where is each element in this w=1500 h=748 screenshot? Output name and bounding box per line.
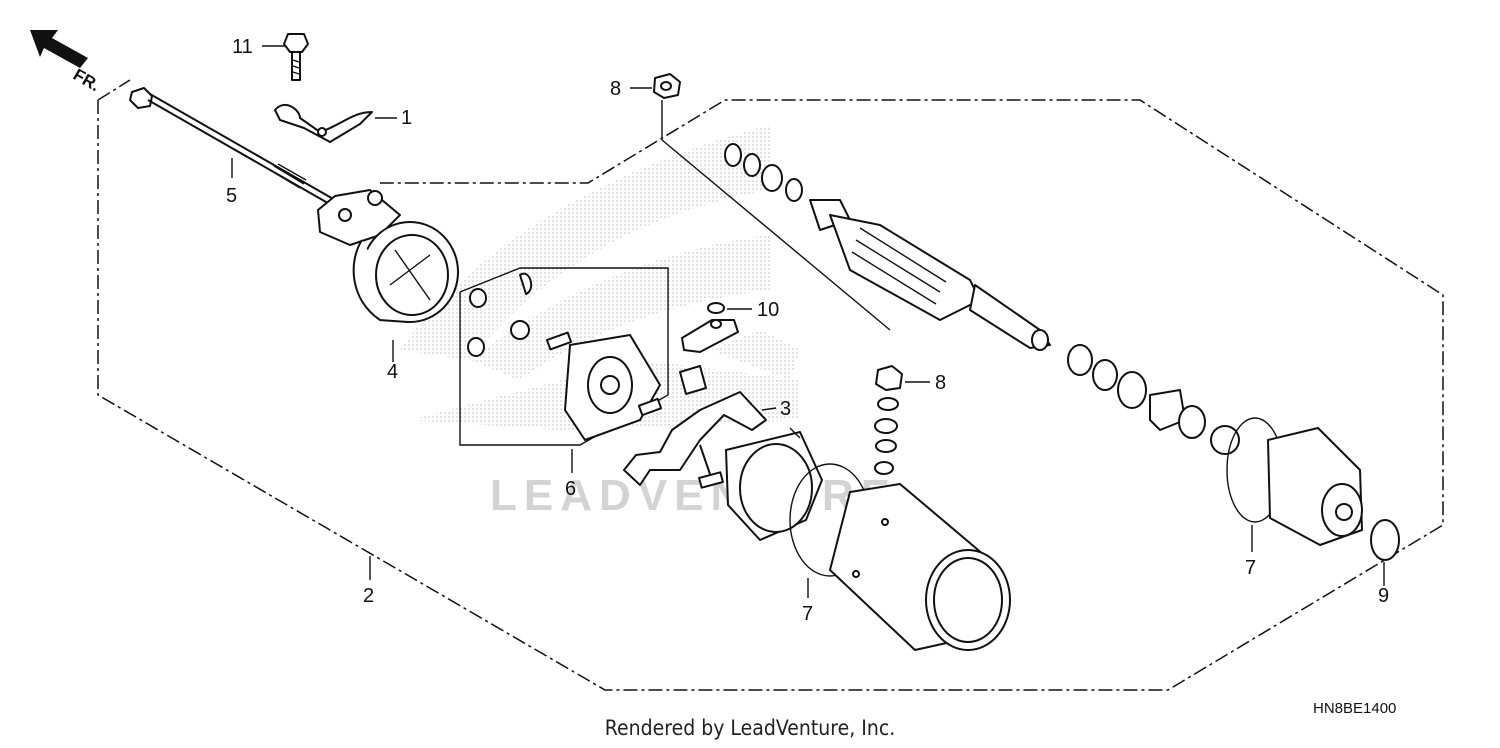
callout-6: 6 [565,478,576,500]
callout-11: 11 [232,36,253,58]
diagram-code: HN8BE1400 [1313,700,1397,717]
brush-holder-6 [459,267,669,446]
front-arrow-icon [30,30,88,68]
callout-labels: 11 1 5 4 6 10 3 8 8 7 7 9 2 [226,36,1389,625]
snap-ring-9 [1370,519,1400,561]
callout-5: 5 [226,185,237,207]
callout-4: 4 [387,361,398,383]
callout-8-lower: 8 [935,372,946,394]
leader-lines [231,45,1385,598]
through-bolt-5 [129,87,343,211]
credit-text: Rendered by LeadVenture, Inc. [604,716,896,740]
bolt-11 [283,33,309,81]
end-cover-4 [317,189,459,323]
armature-washers-upper [724,143,803,202]
nut-8-lower [874,365,903,475]
armature [809,199,1051,351]
callout-9: 9 [1378,585,1389,607]
bracket-clip-1 [274,104,373,143]
brush-terminal-3 [623,365,767,489]
callout-8-upper: 8 [610,78,621,100]
brush-plate [725,427,823,541]
assembly-boundary [97,79,1444,691]
callout-7-left: 7 [802,603,813,625]
yoke [829,483,1011,651]
front-housing [1267,427,1363,546]
direction-label: FR. [70,65,103,95]
callout-7-right: 7 [1245,557,1256,579]
drive-parts [1067,344,1240,455]
watermark-text: LEADVENTURE [490,471,897,520]
nut-8-upper [653,73,681,99]
washer-10 [681,302,739,353]
callout-10: 10 [757,299,779,321]
callout-1: 1 [401,107,412,129]
callout-3: 3 [780,398,791,420]
callout-2: 2 [363,585,374,607]
